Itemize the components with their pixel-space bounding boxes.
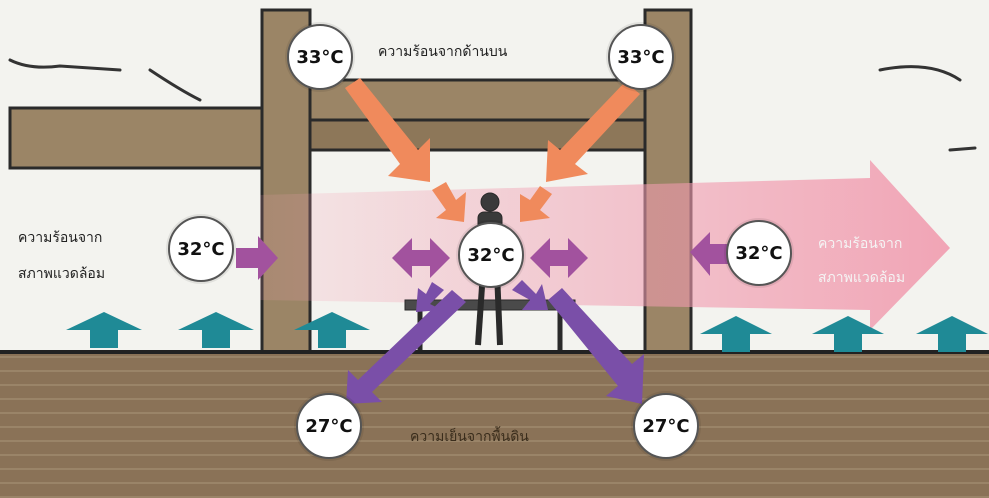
arrow-up-icon (294, 312, 370, 348)
arrow-left-icon (690, 232, 728, 276)
roof-beam-left (8, 106, 312, 170)
arrow-diagonal-icon (416, 282, 444, 312)
arrow-up-icon (66, 312, 142, 348)
ambient-right-label-line2: สภาพแวดล้อม (818, 270, 906, 286)
ambient-left-label-line1: ความร้อนจาก (18, 230, 103, 246)
temp-bubble-right: 32°C (726, 220, 792, 286)
arrow-up-icon (812, 316, 884, 352)
arrow-down-icon (546, 82, 640, 182)
ambient-right-label-line1: ความร้อนจาก (818, 236, 903, 252)
arrow-up-icon (700, 316, 772, 352)
temp-bubble-top-right: 33°C (608, 24, 674, 90)
double-arrow-icon (392, 238, 450, 278)
arrow-up-icon (178, 312, 254, 348)
arrow-down-icon (432, 182, 466, 222)
sky-sketch (8, 58, 977, 152)
ambient-arrows (236, 232, 728, 280)
arrow-diagonal-icon (346, 290, 466, 404)
ambient-left-label-line2: สภาพแวดล้อม (18, 266, 106, 282)
arrow-down-icon (520, 186, 552, 222)
temp-bubble-bottom-right: 27°C (633, 393, 699, 459)
top-heat-label: ความร้อนจากด้านบน (378, 44, 508, 60)
arrow-diagonal-icon (548, 288, 644, 404)
crossbeam (308, 118, 672, 152)
temp-bubble-center: 32°C (458, 222, 524, 288)
arrow-right-icon (236, 236, 278, 280)
double-arrow-icon (530, 238, 588, 278)
top-heat-arrows (345, 78, 640, 222)
temp-bubble-bottom-left: 27°C (296, 393, 362, 459)
ground-cool-label: ความเย็นจากพื้นดิน (410, 429, 529, 445)
ground (0, 352, 989, 498)
temp-bubble-top-left: 33°C (287, 24, 353, 90)
arrow-diagonal-icon (512, 280, 548, 310)
cool-arrows (346, 280, 644, 404)
updraft-arrows (66, 312, 988, 352)
temp-bubble-left: 32°C (168, 216, 234, 282)
arrow-down-icon (345, 78, 430, 182)
arrow-up-icon (916, 316, 988, 352)
